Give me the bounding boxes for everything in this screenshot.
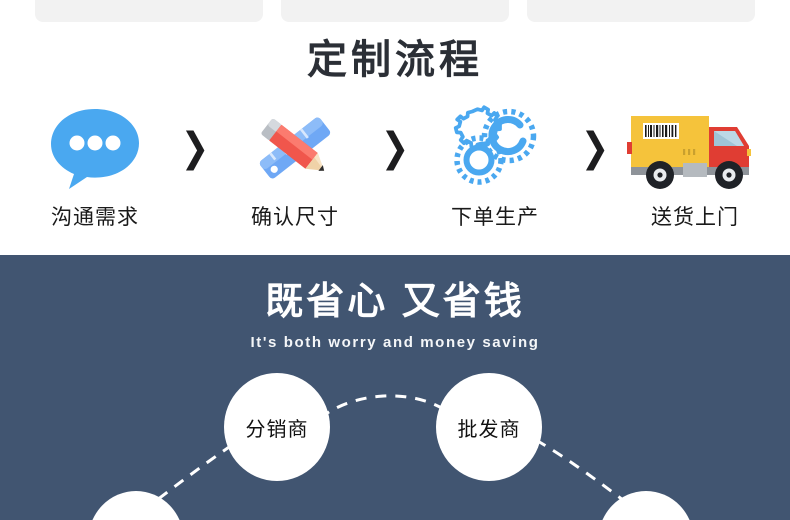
process-title: 定制流程 bbox=[307, 38, 483, 82]
network-node-wholesaler[interactable]: 批发商 bbox=[436, 373, 542, 481]
process-step-label: 确认尺寸 bbox=[251, 206, 339, 229]
chevron-right-icon-3: ❯ bbox=[580, 124, 610, 171]
custom-process-section: 定制流程 沟通需求 ❯ bbox=[0, 22, 790, 255]
chevron-right-icon-1: ❯ bbox=[180, 124, 210, 171]
chevron-right-icon-2: ❯ bbox=[380, 124, 410, 171]
savings-title: 既省心 又省钱 bbox=[265, 281, 525, 323]
chat-bubble-icon bbox=[47, 100, 143, 195]
distribution-network-diagram bbox=[139, 394, 641, 515]
gears-icon bbox=[447, 100, 543, 195]
pencil-ruler-icon bbox=[247, 100, 343, 195]
network-node-distributor[interactable]: 分销商 bbox=[224, 373, 330, 481]
network-node-label: 分销商 bbox=[245, 418, 309, 441]
process-step-label: 下单生产 bbox=[451, 206, 539, 229]
process-steps-row: 沟通需求 ❯ bbox=[0, 100, 790, 245]
process-step-communicate: 沟通需求 bbox=[20, 100, 170, 231]
delivery-truck-icon bbox=[625, 100, 765, 195]
top-card-3[interactable] bbox=[527, 0, 755, 22]
top-card-2[interactable] bbox=[281, 0, 509, 22]
network-node-label: 批发商 bbox=[457, 418, 521, 441]
process-step-label: 沟通需求 bbox=[51, 206, 139, 229]
process-step-confirm-size: 确认尺寸 bbox=[220, 100, 370, 231]
top-card-strip bbox=[0, 0, 790, 22]
savings-section: 既省心 又省钱 It's both worry and money saving… bbox=[0, 255, 790, 520]
process-step-label: 送货上门 bbox=[651, 206, 739, 229]
savings-subtitle: It's both worry and money saving bbox=[250, 334, 540, 351]
top-card-1[interactable] bbox=[35, 0, 263, 22]
process-step-production: 下单生产 bbox=[420, 100, 570, 231]
process-step-delivery: 送货上门 bbox=[620, 100, 770, 231]
